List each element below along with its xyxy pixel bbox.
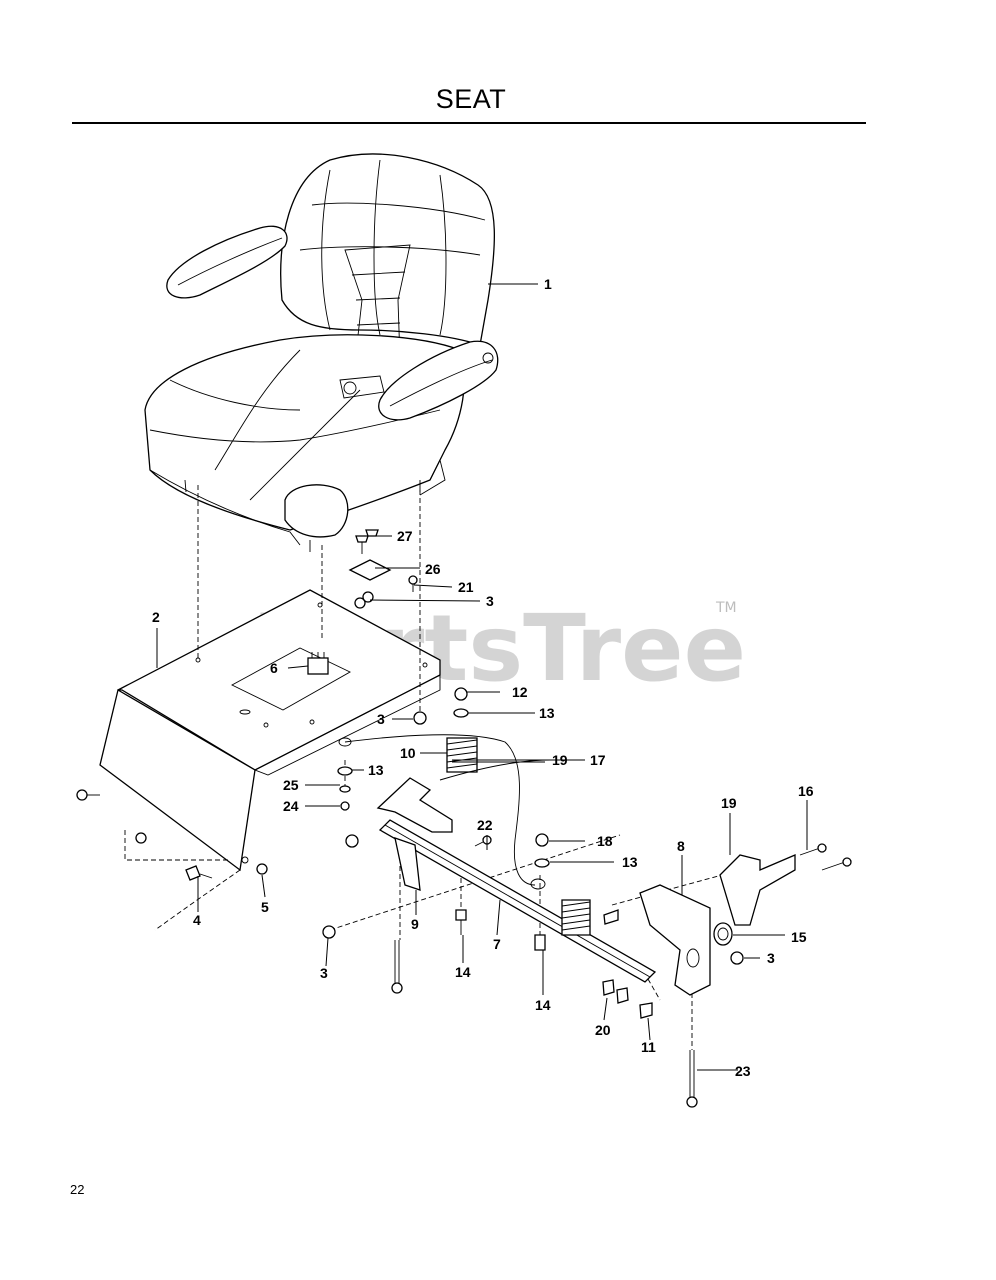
- callout-13: 13: [539, 705, 555, 721]
- callout-22: 22: [477, 817, 493, 833]
- spring-10: [446, 737, 478, 773]
- watermark-tm: TM: [715, 600, 737, 616]
- seat-cushion: [144, 334, 465, 531]
- cable-17: [344, 734, 536, 886]
- callout-2: 2: [152, 609, 160, 625]
- left-armrest: [166, 225, 288, 299]
- callout-15: 15: [791, 929, 807, 945]
- callout-3: 3: [486, 593, 494, 609]
- callout-26: 26: [425, 561, 441, 577]
- callout-5: 5: [261, 899, 269, 915]
- callout-3: 3: [377, 711, 385, 727]
- seat-back: [280, 153, 495, 346]
- seat-front-bolster: [284, 484, 349, 538]
- plate-8: [639, 884, 711, 996]
- callout-1: 1: [544, 276, 552, 292]
- callout-18: 18: [597, 833, 613, 849]
- page-title: SEAT: [435, 84, 507, 114]
- right-armrest: [378, 340, 499, 421]
- bracket-19-left: [376, 777, 453, 833]
- callout-6: 6: [270, 660, 278, 676]
- title-rule: [72, 122, 866, 124]
- callout-23: 23: [735, 1063, 751, 1079]
- callout-13: 13: [622, 854, 638, 870]
- callout-17: 17: [590, 752, 606, 768]
- bracket-19-right: [719, 854, 796, 926]
- leader-lines: [156, 283, 808, 1071]
- seat-pan: [99, 589, 441, 872]
- page-number: 22: [70, 1182, 85, 1197]
- callout-19: 19: [552, 752, 568, 768]
- callout-10: 10: [400, 745, 416, 761]
- bracket-26: [348, 559, 392, 581]
- hardware: [76, 529, 852, 1108]
- seat-assembly: [144, 153, 499, 552]
- callout-16: 16: [798, 783, 814, 799]
- callout-13: 13: [368, 762, 384, 778]
- callout-11: 11: [641, 1039, 656, 1055]
- callout-19: 19: [721, 795, 737, 811]
- callout-25: 25: [283, 777, 299, 793]
- callout-labels: 1 2 3 3 3 3 4 5 6 7 8 9 10 11 12 13 13 1…: [152, 276, 814, 1079]
- callout-9: 9: [411, 916, 419, 932]
- callout-7: 7: [493, 936, 501, 952]
- callout-20: 20: [595, 1022, 611, 1038]
- callout-14: 14: [535, 997, 551, 1013]
- callout-12: 12: [512, 684, 528, 700]
- seat-switch: [307, 657, 329, 675]
- callout-21: 21: [458, 579, 474, 595]
- callout-8: 8: [677, 838, 685, 854]
- callout-24: 24: [283, 798, 299, 814]
- bracket-9: [394, 837, 421, 891]
- bushing-15: [713, 922, 733, 946]
- pivot-frame: [376, 777, 796, 996]
- callout-14: 14: [455, 964, 471, 980]
- callout-3: 3: [320, 965, 328, 981]
- switch-cutout: [231, 647, 351, 711]
- callout-4: 4: [193, 912, 201, 928]
- callout-27: 27: [397, 528, 413, 544]
- callout-3: 3: [767, 950, 775, 966]
